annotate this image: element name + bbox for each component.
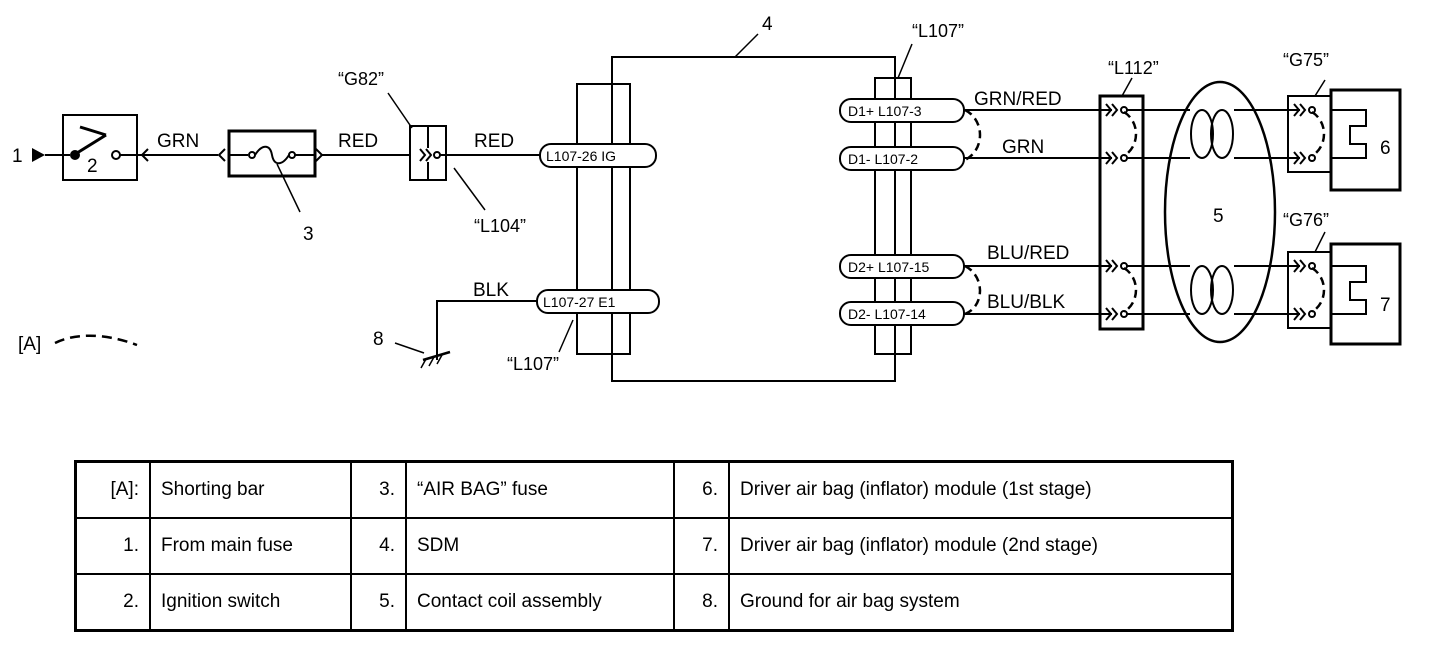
- legend-value: Contact coil assembly: [405, 573, 675, 632]
- wiring-diagram: 1 2 GRN 3 RED: [12, 14, 1402, 382]
- wire-label-grn-main: GRN: [157, 131, 199, 152]
- main-fuse-input: [32, 148, 70, 162]
- legend-value: Ignition switch: [149, 573, 352, 632]
- terminal-label-d2m: D2- L107-14: [848, 306, 926, 322]
- legend-row: [A]: Shorting bar 3. “AIR BAG” fuse 6. D…: [74, 460, 1234, 519]
- legend-value: Driver air bag (inflator) module (1st st…: [728, 460, 1234, 519]
- legend-table: [A]: Shorting bar 3. “AIR BAG” fuse 6. D…: [74, 460, 1234, 632]
- callout-6: 6: [1380, 138, 1391, 159]
- legend-value: Driver air bag (inflator) module (2nd st…: [728, 517, 1234, 575]
- legend-value: SDM: [405, 517, 675, 575]
- wire-label-blu-blk: BLU/BLK: [987, 292, 1065, 313]
- wire-label-blu-red: BLU/RED: [987, 243, 1069, 264]
- callout-1: 1: [12, 146, 23, 167]
- sdm-unit: [576, 33, 912, 382]
- tag-l104: “L104”: [474, 216, 526, 236]
- legend-key: 2.: [74, 573, 151, 632]
- air-bag-fuse: [227, 129, 317, 213]
- callout-2: 2: [87, 156, 98, 177]
- tag-l107-top: “L107”: [912, 21, 964, 41]
- tag-g76: “G76”: [1283, 210, 1329, 230]
- legend-key: 7.: [673, 517, 730, 575]
- legend-value: “AIR BAG” fuse: [405, 460, 675, 519]
- terminal-label-e1: L107-27 E1: [543, 294, 616, 310]
- callout-4: 4: [762, 14, 773, 35]
- connector-l112: [1098, 77, 1145, 331]
- ignition-switch: [62, 114, 150, 181]
- legend-key: 8.: [673, 573, 730, 632]
- tag-l107-bottom: “L107”: [507, 354, 559, 374]
- legend-key: 6.: [673, 460, 730, 519]
- terminal-label-ig: L107-26 IG: [546, 148, 616, 164]
- wire-red-1: [315, 148, 410, 162]
- legend-key: 1.: [74, 517, 151, 575]
- wire-grn-main: [140, 148, 226, 162]
- legend-key: 3.: [350, 460, 407, 519]
- legend-key: 4.: [350, 517, 407, 575]
- legend-row: 2. Ignition switch 5. Contact coil assem…: [74, 573, 1234, 632]
- callout-7: 7: [1380, 295, 1391, 316]
- wire-label-grn: GRN: [1002, 137, 1044, 158]
- callout-shorting-bar: [A]: [18, 334, 41, 355]
- terminal-label-d1m: D1- L107-2: [848, 151, 918, 167]
- tag-l112: “L112”: [1108, 58, 1159, 78]
- terminal-label-d1p: D1+ L107-3: [848, 103, 922, 119]
- driver-air-bag-module-stage1: [1329, 88, 1402, 192]
- wire-label-red-2: RED: [474, 131, 514, 152]
- legend-value: Shorting bar: [149, 460, 352, 519]
- callout-3: 3: [303, 224, 314, 245]
- legend-value: Ground for air bag system: [728, 573, 1234, 632]
- terminal-label-d2p: D2+ L107-15: [848, 259, 930, 275]
- callout-5: 5: [1213, 206, 1224, 227]
- driver-air-bag-module-stage2: [1329, 242, 1402, 346]
- wire-blk: [436, 300, 537, 360]
- legend-value: From main fuse: [149, 517, 352, 575]
- wire-label-grn-red: GRN/RED: [974, 89, 1062, 110]
- legend-key: [A]:: [74, 460, 151, 519]
- tag-g82: “G82”: [338, 69, 384, 89]
- ground-symbol: [394, 342, 451, 369]
- tag-g75: “G75”: [1283, 50, 1329, 70]
- connector-g82-l104: [387, 92, 540, 211]
- wire-set-stage2: [964, 265, 1112, 315]
- terminal-ig: [539, 143, 657, 168]
- legend-key: 5.: [350, 573, 407, 632]
- legend-row: 1. From main fuse 4. SDM 7. Driver air b…: [74, 517, 1234, 575]
- wire-set-stage1: [964, 109, 1112, 159]
- callout-8: 8: [373, 329, 384, 350]
- wire-label-red-1: RED: [338, 131, 378, 152]
- wire-label-blk: BLK: [473, 280, 509, 301]
